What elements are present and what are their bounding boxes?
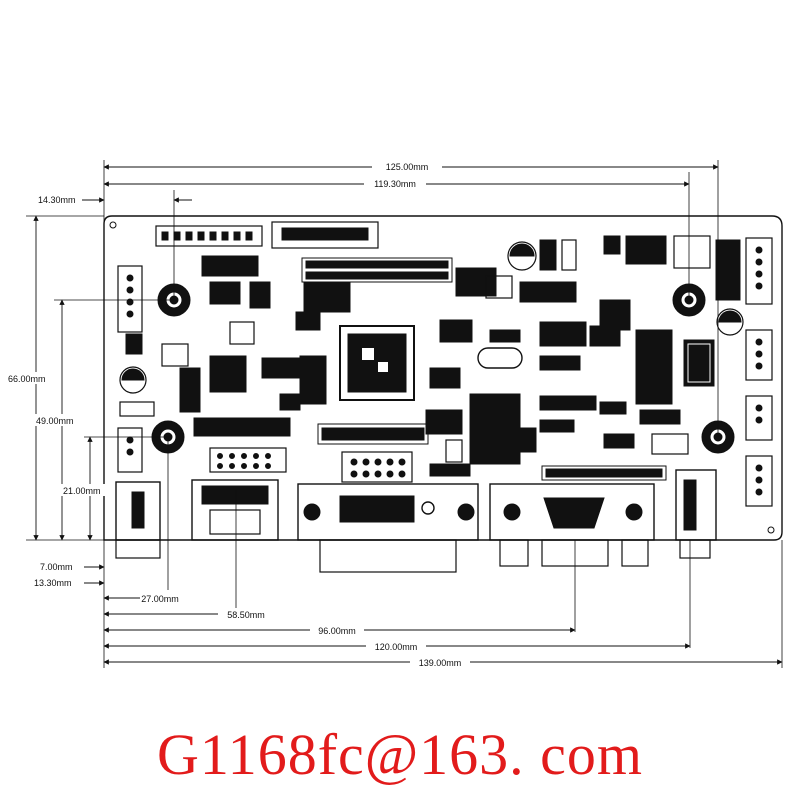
side-connector xyxy=(117,427,143,473)
dim-label-21: 21.00mm xyxy=(63,486,101,496)
dim-label-139: 139.00mm xyxy=(419,658,462,668)
side-connector xyxy=(745,329,773,381)
crystal-oscillator xyxy=(477,347,523,369)
dim-label-119-3: 119.30mm xyxy=(374,179,416,189)
vga-connector xyxy=(489,483,655,567)
dc-power-jack xyxy=(115,481,161,559)
dim-label-49: 49.00mm xyxy=(36,416,74,426)
dim-label-7: 7.00mm xyxy=(40,562,73,572)
dim-label-66: 66.00mm xyxy=(8,374,46,384)
dim-label-14-3: 14.30mm xyxy=(38,195,76,205)
contact-email-text: G1168fc@163. com xyxy=(156,722,644,787)
dim-label-58-5: 58.50mm xyxy=(227,610,265,620)
capacitor xyxy=(716,308,744,336)
main-controller-ic xyxy=(339,325,415,401)
sop-ic xyxy=(683,339,715,387)
dim-label-27: 27.00mm xyxy=(141,594,179,604)
board-components xyxy=(115,221,773,573)
dvi-connector xyxy=(297,483,479,573)
capacitor xyxy=(507,241,537,271)
dim-label-13-3: 13.30mm xyxy=(34,578,72,588)
audio-jack xyxy=(675,469,717,559)
side-connector xyxy=(745,237,773,305)
side-connector xyxy=(745,455,773,507)
side-connector xyxy=(117,265,143,333)
usb-connector xyxy=(191,479,279,541)
dim-label-120: 120.00mm xyxy=(375,642,418,652)
side-connector xyxy=(745,395,773,441)
top-header-connector xyxy=(155,225,263,247)
capacitor xyxy=(119,366,147,394)
dimension-labels: 125.00mm 119.30mm 14.30mm 66.00mm 49.00m… xyxy=(6,160,470,668)
dim-label-96: 96.00mm xyxy=(318,626,356,636)
board-outline xyxy=(103,215,783,541)
dim-label-125: 125.00mm xyxy=(386,162,429,172)
lvds-fpc-connector xyxy=(271,221,379,249)
lvds-pin-header xyxy=(301,257,453,283)
